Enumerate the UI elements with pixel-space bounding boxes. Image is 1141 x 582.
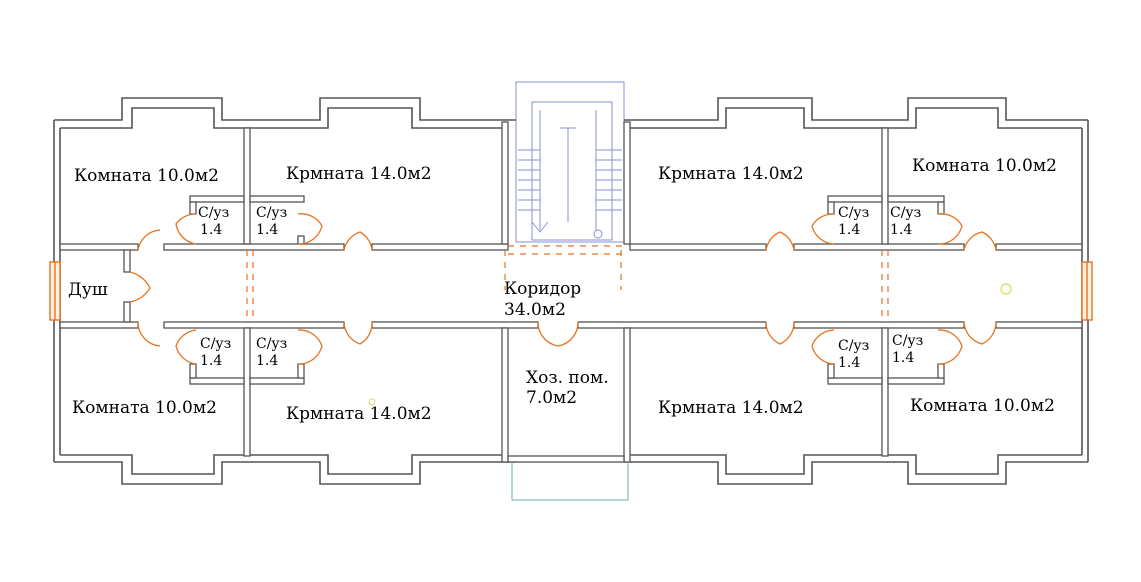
label-storage-name: Хоз. пом. [526,368,609,388]
label-top-left-room: Комната 10.0м2 [74,166,219,186]
label-bath-area: 1.4 [256,222,279,238]
label-corridor-area: 34.0м2 [504,300,566,320]
staircase [515,81,625,243]
corridor-windows [49,261,1093,321]
fixtures [368,283,1012,406]
label-top-right-room: Комната 10.0м2 [912,156,1057,176]
label-bath-area: 1.4 [892,350,915,366]
label-bath-name: С/уз [892,333,924,349]
label-bath-area: 1.4 [838,222,861,238]
label-bath-name: С/уз [890,205,922,221]
label-bath-area: 1.4 [256,353,279,369]
label-shower: Душ [68,280,108,300]
label-bottom-left-room: Комната 10.0м2 [72,398,217,418]
label-bath-name: С/уз [200,336,232,352]
doors [129,213,997,365]
label-top-left-big: Крмната 14.0м2 [286,164,432,184]
label-corridor-name: Коридор [504,279,582,299]
label-bath-area: 1.4 [200,222,223,238]
label-bottom-left-big: Крмната 14.0м2 [286,404,432,424]
label-top-right-big: Крмната 14.0м2 [658,164,804,184]
label-bath-area: 1.4 [200,353,223,369]
outer-walls [53,97,1089,485]
label-bath-area: 1.4 [838,355,861,371]
label-bath-name: С/уз [256,336,288,352]
storage-outline [511,462,629,501]
dashed-openings [246,245,889,322]
label-bath-area: 1.4 [890,222,913,238]
label-storage-area: 7.0м2 [526,388,578,408]
label-bath-name: С/уз [256,205,288,221]
label-bath-name: С/уз [838,205,870,221]
label-bottom-right-big: Крмната 14.0м2 [658,398,804,418]
label-bottom-right-room: Комната 10.0м2 [910,396,1055,416]
label-bath-name: С/уз [198,205,230,221]
label-bath-name: С/уз [838,338,870,354]
